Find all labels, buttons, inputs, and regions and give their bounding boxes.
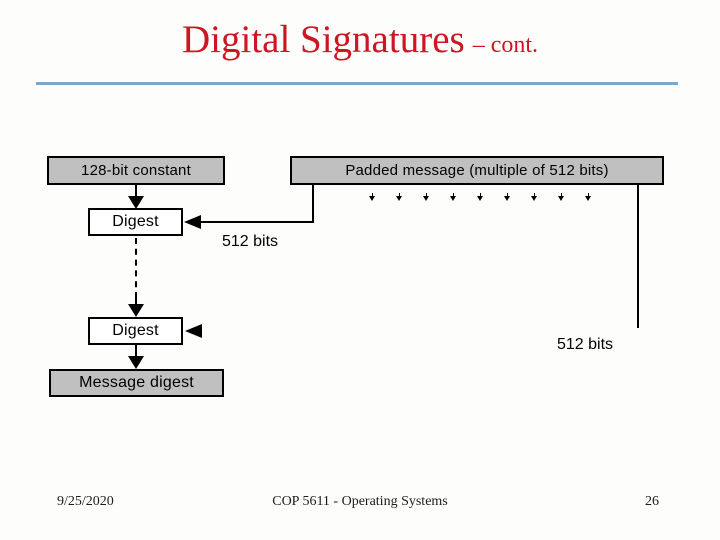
constant-to-digest-line <box>135 185 137 197</box>
bits-label-upper: 512 bits <box>222 233 279 250</box>
padded-feed-horizontal-line <box>200 221 314 223</box>
tiny-down-arrow-icon <box>531 193 538 202</box>
message-digest-box: Message digest <box>49 369 224 397</box>
iteration-line-tail <box>135 298 137 305</box>
tiny-down-arrow-icon <box>450 193 457 202</box>
down-arrowhead-icon <box>128 356 144 369</box>
down-arrowhead-icon <box>128 304 144 317</box>
padded-feed-vertical-line <box>312 184 314 223</box>
padded-right-vertical-line <box>637 184 639 328</box>
tiny-down-arrow-icon <box>369 193 376 202</box>
bits-label-lower: 512 bits <box>557 336 614 353</box>
iteration-dashed-line <box>135 238 137 298</box>
title-suffix-text: – cont. <box>472 32 539 58</box>
tiny-down-arrow-icon <box>585 193 592 202</box>
footer-date: 9/25/2020 <box>57 494 114 509</box>
digest-box-2: Digest <box>88 317 183 345</box>
tiny-down-arrow-icon <box>396 193 403 202</box>
padded-message-box: Padded message (multiple of 512 bits) <box>290 156 664 185</box>
slide-title: Digital Signatures – cont. <box>0 20 720 59</box>
tiny-down-arrow-icon <box>423 193 430 202</box>
title-text: Digital Signatures <box>181 18 465 61</box>
constant-box: 128-bit constant <box>47 156 225 185</box>
tiny-down-arrow-icon <box>477 193 484 202</box>
padded-message-label: Padded message (multiple of 512 bits) <box>345 162 609 179</box>
footer-course: COP 5611 - Operating Systems <box>272 494 448 509</box>
constant-box-label: 128-bit constant <box>81 162 191 179</box>
digest-box-1: Digest <box>88 208 183 236</box>
footer-page-number: 26 <box>645 494 659 509</box>
left-arrowhead-icon <box>184 215 201 229</box>
title-divider <box>36 82 678 85</box>
digest1-label: Digest <box>112 213 159 230</box>
message-digest-label: Message digest <box>79 374 194 391</box>
tiny-down-arrow-icon <box>504 193 511 202</box>
digest2-label: Digest <box>112 322 159 339</box>
down-arrowhead-icon <box>128 196 144 209</box>
tick-row <box>369 193 599 202</box>
digest-to-result-line <box>135 345 137 357</box>
tiny-down-arrow-icon <box>558 193 565 202</box>
left-arrowhead-icon <box>185 324 202 338</box>
